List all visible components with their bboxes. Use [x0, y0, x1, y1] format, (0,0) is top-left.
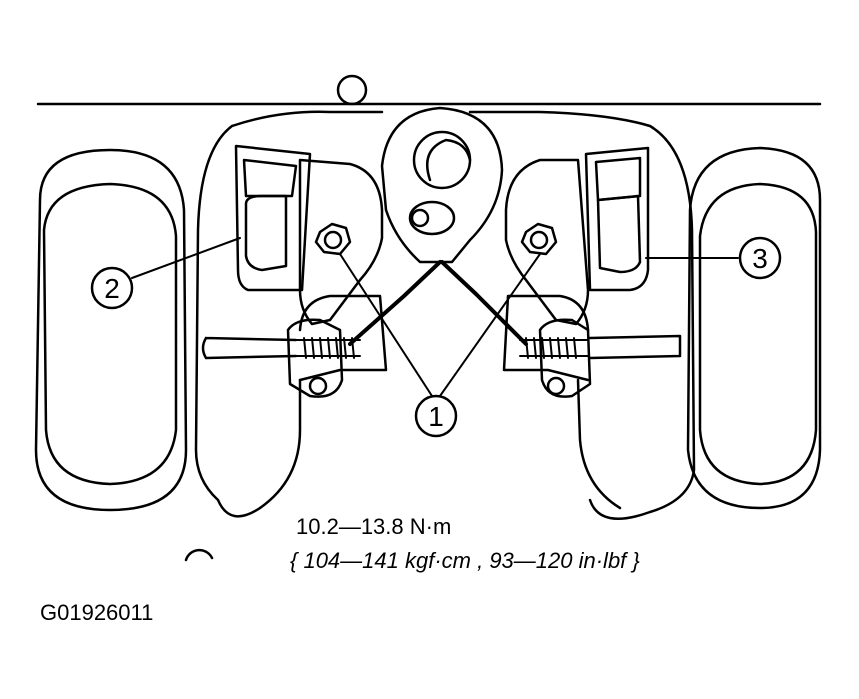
- left-clamp: [286, 318, 344, 398]
- callout-2: 2: [90, 266, 134, 310]
- left-link-rod: [348, 260, 442, 346]
- torque-spec-alternate: { 104—141 kgf·cm , 93—120 in·lbf }: [290, 548, 640, 573]
- right-clamp: [538, 318, 592, 398]
- right-link-rod: [440, 260, 528, 346]
- pivot-hole-inner: [426, 138, 472, 182]
- right-valve-body: [584, 146, 650, 292]
- leader-2: [131, 237, 241, 279]
- pivot-boss: [408, 200, 456, 236]
- housing-outline: [194, 110, 696, 520]
- lower-hole: [184, 548, 214, 562]
- right-valve-slot: [596, 194, 642, 274]
- left-shaft: [201, 336, 298, 360]
- left-valve-body: [234, 144, 312, 292]
- leader-1-right: [439, 253, 541, 397]
- right-spring-icon: [519, 337, 589, 359]
- pivot-pin: [410, 208, 430, 228]
- right-bracket: [504, 158, 590, 326]
- callout-3: 3: [738, 236, 782, 280]
- right-lower-contour: [576, 378, 622, 510]
- center-pivot-plate: [380, 106, 504, 264]
- callout-1: 1: [414, 394, 458, 438]
- right-bolt-icon: [520, 222, 558, 256]
- svg-text:2: 2: [104, 273, 120, 304]
- svg-text:3: 3: [752, 243, 768, 274]
- svg-text:1: 1: [428, 401, 444, 432]
- left-lower-contour: [258, 378, 302, 510]
- left-spring-icon: [295, 337, 361, 359]
- right-bracket-lower: [502, 294, 590, 382]
- right-port-outer: [686, 146, 822, 510]
- right-valve-top: [594, 156, 642, 202]
- figure-id: G01926011: [40, 600, 154, 625]
- right-shaft: [588, 334, 682, 360]
- left-bolt-icon: [314, 222, 352, 256]
- torque-spec-metric: 10.2—13.8 N·m: [296, 514, 452, 539]
- left-port-outer: [34, 148, 188, 512]
- leader-1-left: [339, 253, 433, 397]
- top-hole: [336, 74, 368, 106]
- left-bracket: [298, 158, 384, 326]
- right-port-inner: [698, 182, 818, 486]
- left-clamp-bolt: [308, 376, 328, 396]
- right-clamp-bolt: [546, 376, 566, 396]
- left-valve-top: [242, 158, 298, 198]
- left-port-inner: [42, 182, 178, 486]
- left-valve-slot: [244, 194, 288, 272]
